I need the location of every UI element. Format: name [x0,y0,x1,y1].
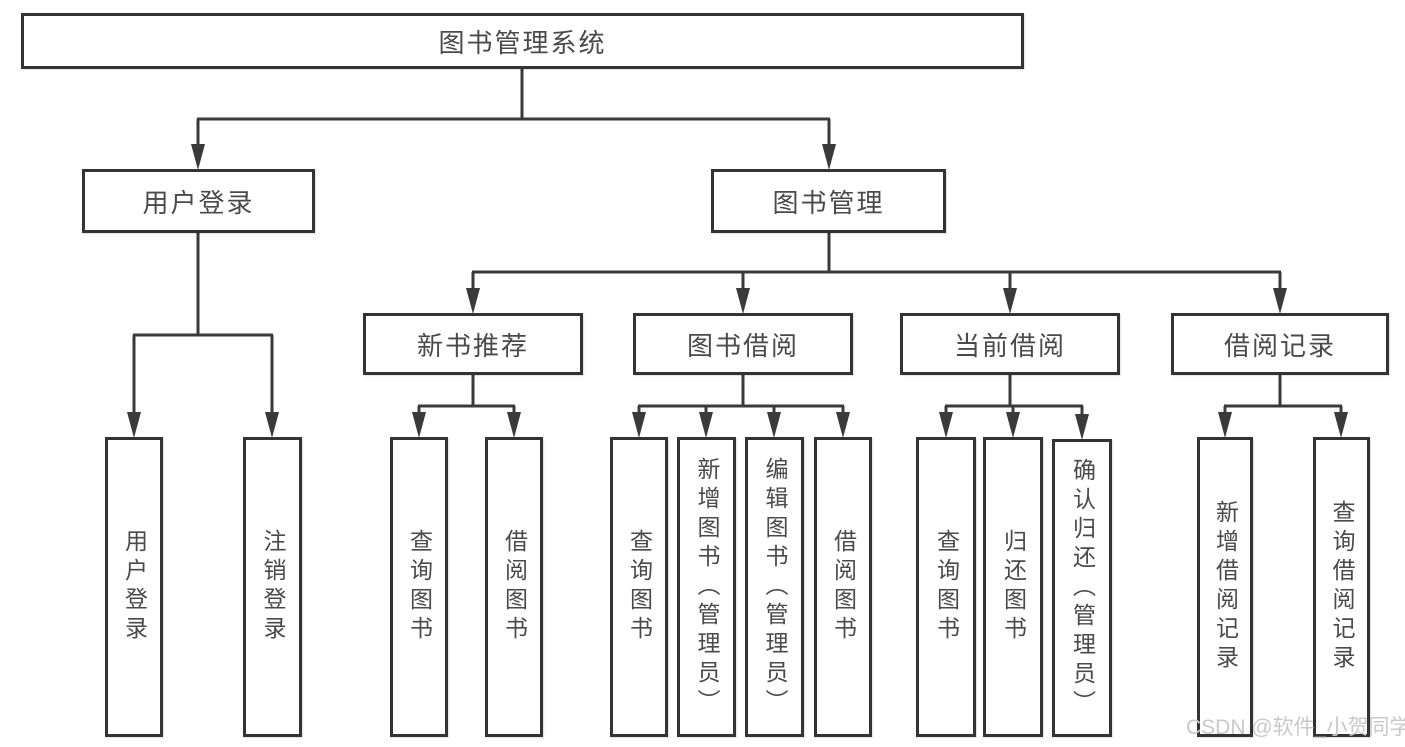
leaf-query-borrow-record: 查询借阅记录 [1313,437,1370,737]
leaf-return-books: 归还图书 [983,437,1043,737]
leaf-add-books-admin: 新增图书（管理员） [677,437,736,737]
csdn-watermark: CSDN @软件_小贺同学 [1186,716,1405,739]
node-user-login: 用户登录 [82,169,315,233]
leaf-add-borrow-record: 新增借阅记录 [1197,437,1253,737]
leaf-edit-books-admin: 编辑图书（管理员） [745,437,804,737]
node-root-library-system: 图书管理系统 [21,13,1024,69]
node-book-borrow: 图书借阅 [633,313,853,375]
leaf-query-books-borrow: 查询图书 [610,437,668,737]
leaf-logout: 注销登录 [243,437,302,737]
leaf-confirm-return-admin: 确认归还（管理员） [1052,439,1112,737]
leaf-query-books-current: 查询图书 [916,437,976,737]
leaf-query-books-recommend: 查询图书 [390,437,448,737]
node-borrow-records: 借阅记录 [1171,313,1389,375]
node-current-borrow: 当前借阅 [900,313,1120,375]
leaf-borrow-books-recommend: 借阅图书 [485,437,543,737]
node-new-book-recommend: 新书推荐 [363,313,583,375]
leaf-user-login: 用户登录 [105,437,163,737]
leaf-borrow-books: 借阅图书 [814,437,872,737]
node-book-management: 图书管理 [711,169,946,233]
